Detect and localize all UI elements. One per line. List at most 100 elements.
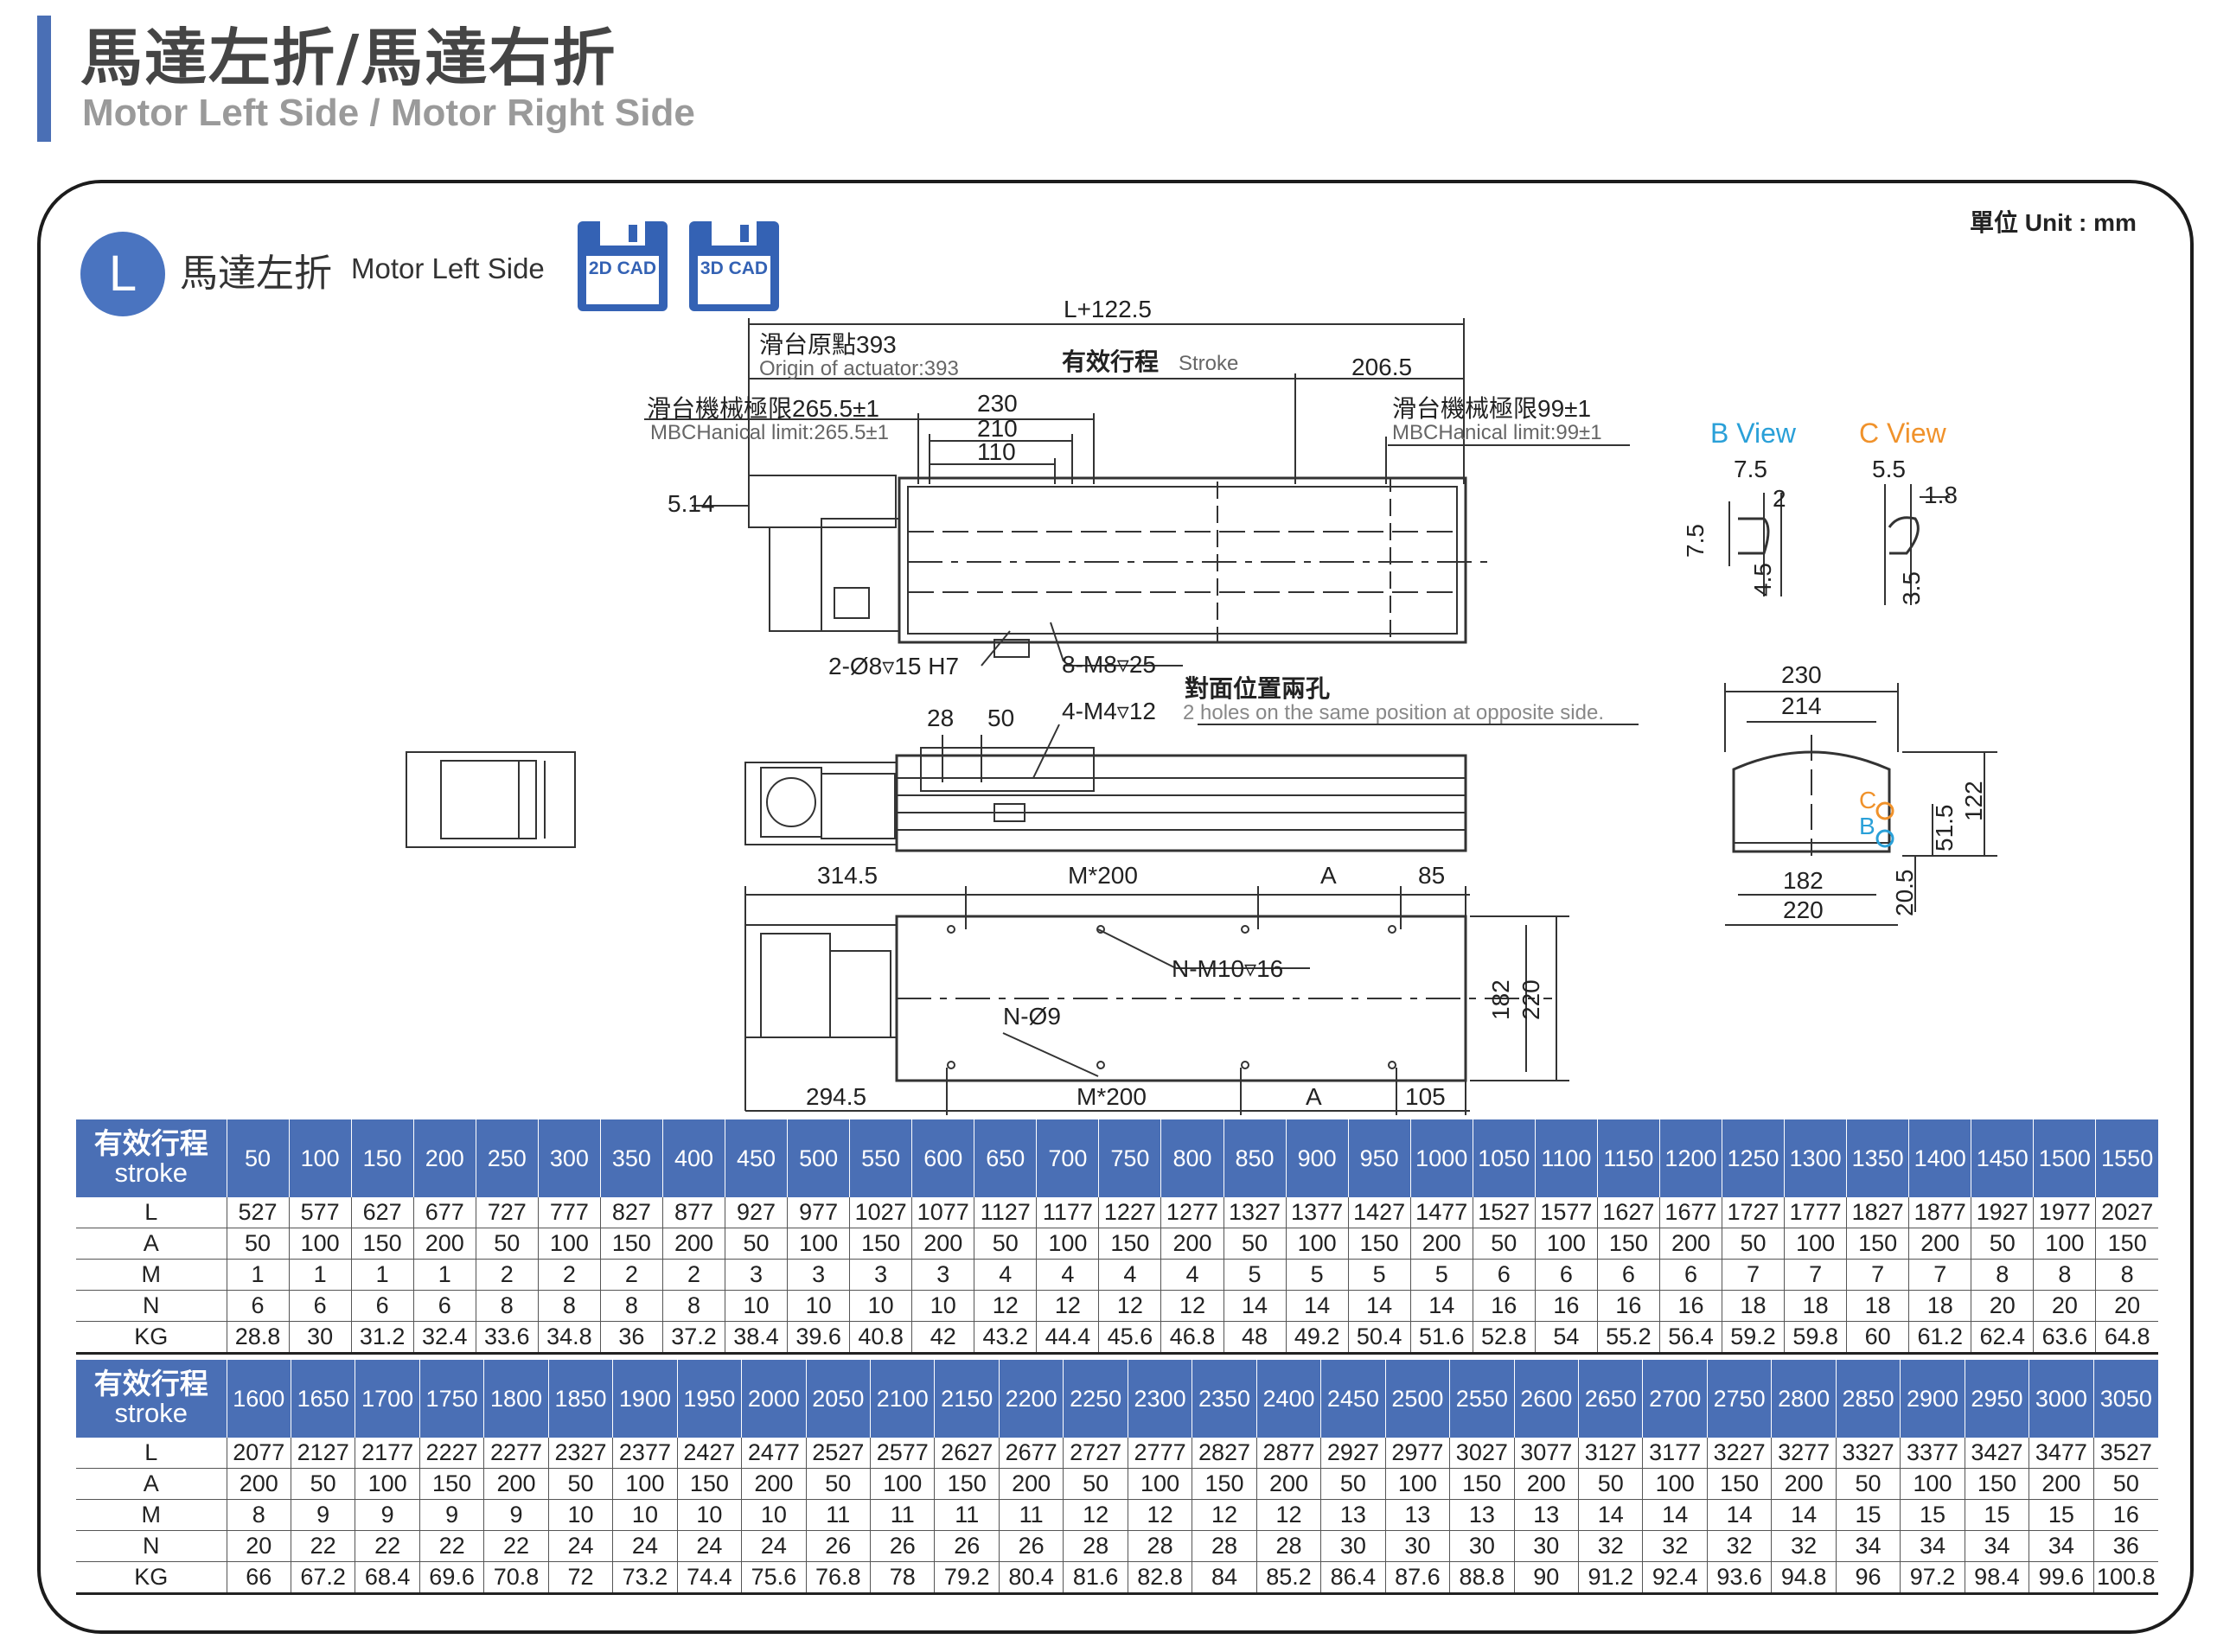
technical-drawing: L+122.5 滑台原點393 Origin of actuator:393 有… — [406, 296, 1997, 1115]
dim-m200-top: M*200 — [1068, 862, 1138, 889]
table-cell: 1727 — [1721, 1197, 1786, 1228]
table-cell: 4 — [1160, 1259, 1224, 1291]
table-cell: 200 — [226, 1468, 291, 1500]
row-label: M — [76, 1499, 227, 1531]
table-cell: 150 — [1347, 1228, 1411, 1260]
table-cell: 33.6 — [475, 1321, 539, 1355]
table-cell: 69.6 — [418, 1561, 485, 1595]
table-cell: 68.4 — [355, 1561, 420, 1595]
table-cell: 98.4 — [1964, 1561, 2030, 1595]
table-cell: 60 — [1846, 1321, 1910, 1355]
table-cell: 2727 — [1063, 1438, 1128, 1469]
table-cell: 727 — [475, 1197, 539, 1228]
table-cell: 6 — [226, 1290, 290, 1322]
table-cell: 2127 — [290, 1438, 356, 1469]
table-cell: 26 — [805, 1530, 872, 1562]
unit-label: 單位 Unit : mm — [1970, 209, 2137, 236]
table-cell: 13 — [1513, 1499, 1580, 1531]
table-cell: 16 — [1534, 1290, 1598, 1322]
hole-m8-label: 8-M8▿25 — [1062, 651, 1156, 678]
table-cell: 200 — [741, 1468, 807, 1500]
2d-cad-button[interactable]: 2D CAD — [578, 221, 668, 311]
table-cell: 13 — [1384, 1499, 1451, 1531]
table-cell: 1 — [350, 1259, 414, 1291]
table-cell: 76.8 — [805, 1561, 872, 1595]
table-cell: 9 — [418, 1499, 485, 1531]
table-cell: 50 — [547, 1468, 614, 1500]
table-cell: 28 — [1063, 1530, 1128, 1562]
3d-cad-button[interactable]: 3D CAD — [689, 221, 779, 311]
stroke-column-header: 100 — [288, 1119, 352, 1197]
table-cell: 2 — [661, 1259, 726, 1291]
table-cell: 22 — [290, 1530, 356, 1562]
table-cell: 2777 — [1127, 1438, 1193, 1469]
table-cell: 50 — [1320, 1468, 1386, 1500]
table-cell: 28.8 — [226, 1321, 290, 1355]
c-view-1-8: 1.8 — [1924, 482, 1958, 508]
table-cell: 777 — [537, 1197, 601, 1228]
table-cell: 97.2 — [1900, 1561, 1965, 1595]
table-cell: 26 — [934, 1530, 1000, 1562]
table-cell: 13 — [1449, 1499, 1515, 1531]
table-cell: 150 — [934, 1468, 1000, 1500]
table-cell: 12 — [1127, 1499, 1193, 1531]
hole-m4-label: 4-M4▿12 — [1062, 698, 1156, 724]
c-view-label: C View — [1859, 418, 1947, 449]
table-cell: 32 — [1706, 1530, 1773, 1562]
table-cell: 1827 — [1846, 1197, 1910, 1228]
table-cell: 8 — [2095, 1259, 2158, 1291]
table-cell: 11 — [998, 1499, 1064, 1531]
table-cell: 55.2 — [1596, 1321, 1660, 1355]
stroke-column-header: 2000 — [741, 1360, 807, 1438]
table-cell: 50 — [724, 1228, 789, 1260]
table-cell: 14 — [1347, 1290, 1411, 1322]
table-cell: 64.8 — [2095, 1321, 2158, 1355]
end-marker-c: C — [1859, 787, 1876, 813]
table-cell: 200 — [1160, 1228, 1224, 1260]
table-cell: 14 — [1706, 1499, 1773, 1531]
table-cell: 7 — [1784, 1259, 1848, 1291]
table-cell: 5 — [1285, 1259, 1349, 1291]
table-cell: 87.6 — [1384, 1561, 1451, 1595]
table-cell: 54 — [1534, 1321, 1598, 1355]
table-cell: 1777 — [1784, 1197, 1848, 1228]
stroke-column-header: 600 — [911, 1119, 974, 1197]
table-cell: 827 — [599, 1197, 663, 1228]
table-cell: 200 — [1409, 1228, 1473, 1260]
table-cell: 16 — [1596, 1290, 1660, 1322]
table-cell: 1577 — [1534, 1197, 1598, 1228]
table-cell: 75.6 — [741, 1561, 807, 1595]
stroke-column-header: 2250 — [1063, 1360, 1128, 1438]
mech-limit-right-en: MBCHanical limit:99±1 — [1392, 421, 1602, 444]
table-cell: 50 — [475, 1228, 539, 1260]
table-cell: 2 — [599, 1259, 663, 1291]
stroke-column-header: 2750 — [1706, 1360, 1772, 1438]
table-cell: 16 — [1472, 1290, 1536, 1322]
table-cell: 1 — [412, 1259, 476, 1291]
table-cell: 46.8 — [1160, 1321, 1224, 1355]
table-cell: 200 — [2029, 1468, 2094, 1500]
table-cell: 28 — [1127, 1530, 1193, 1562]
table-cell: 24 — [676, 1530, 743, 1562]
stroke-column-header: 550 — [849, 1119, 912, 1197]
end-dim-230: 230 — [1781, 661, 1822, 688]
table-cell: 200 — [1658, 1228, 1723, 1260]
table-cell: 15 — [2029, 1499, 2094, 1531]
stroke-column-header: 2450 — [1320, 1360, 1386, 1438]
table-cell: 49.2 — [1285, 1321, 1349, 1355]
table-cell: 7 — [1846, 1259, 1910, 1291]
floppy-disk-icon — [600, 221, 645, 246]
page-subtitle: Motor Left Side / Motor Right Side — [82, 92, 695, 134]
table-cell: 34 — [1900, 1530, 1965, 1562]
stroke-column-header: 500 — [787, 1119, 850, 1197]
table-cell: 2577 — [870, 1438, 936, 1469]
table-cell: 677 — [412, 1197, 476, 1228]
table-cell: 22 — [418, 1530, 485, 1562]
table-cell: 1127 — [974, 1197, 1038, 1228]
table-cell: 61.2 — [1908, 1321, 1972, 1355]
table-cell: 3477 — [2029, 1438, 2094, 1469]
